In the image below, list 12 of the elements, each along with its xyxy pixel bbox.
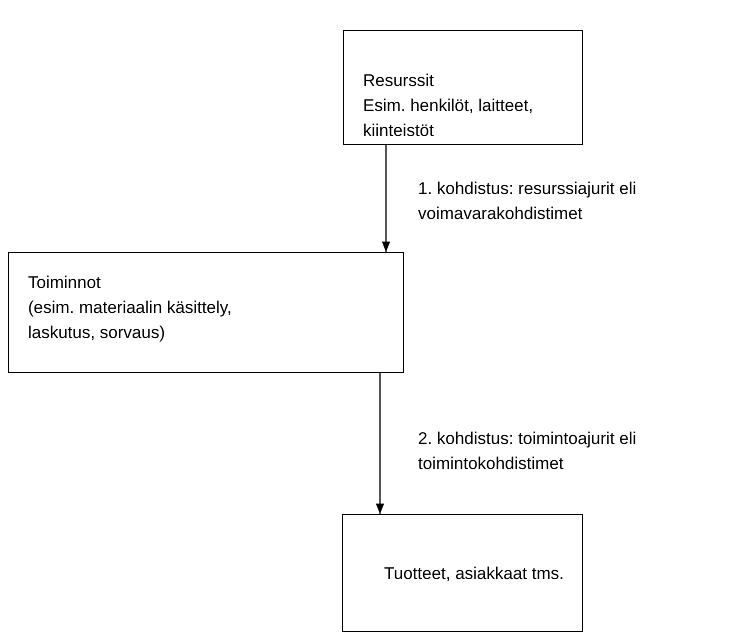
edge-label: 1. kohdistus: resurssiajurit eli voimavarakohdistimet [418, 178, 638, 225]
process-box [343, 30, 583, 145]
process-box [342, 514, 583, 632]
box-title: Resurssit [363, 70, 435, 92]
arrow [376, 373, 384, 514]
box-text: (esim. materiaalin käsittely, laskutus, sorvaus) [28, 297, 233, 344]
process-box [8, 252, 404, 373]
edge-label: 2. kohdistus: toimintoajurit eli toimintokohdistimet [418, 428, 638, 475]
box-text: Esim. henkilöt, laitteet, kiinteistöt [363, 95, 534, 142]
arrow [382, 145, 390, 252]
box-title: Tuotteet, asiakkaat tms. [384, 562, 565, 584]
box-title: Toiminnot [28, 272, 102, 294]
